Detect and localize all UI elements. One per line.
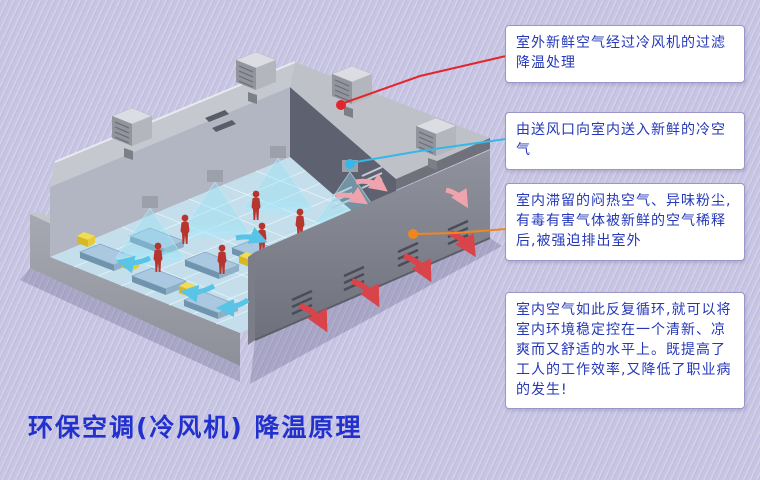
exhaust-arrow <box>299 303 328 333</box>
callout-text: 室内空气如此反复循环,就可以将室内环境稳定控在一个清新、凉爽而又舒适的水平上。既… <box>516 302 732 398</box>
connector-dot-red <box>336 100 346 110</box>
ground-shadow <box>20 238 502 384</box>
connector-line-cyan <box>349 138 507 164</box>
connector-line-orange <box>412 228 507 235</box>
supply-air-arrows <box>116 227 268 317</box>
interior-exhaust-arrows <box>335 173 469 209</box>
exhaust-arrow <box>351 278 380 308</box>
exhaust-arrow-pink <box>335 186 368 205</box>
exhaust-arrow-pink <box>445 187 469 209</box>
exhaust-arrow <box>403 253 432 283</box>
connector-dot-orange <box>408 229 418 239</box>
callout-connectors <box>336 55 507 239</box>
interior-back-wall <box>50 87 290 257</box>
exhaust-arrow-pink <box>355 173 388 192</box>
callout-outdoor-air: 室外新鲜空气经过冷风机的过滤降温处理 <box>505 25 745 83</box>
front-corner-post <box>248 252 255 345</box>
callout-supply-air: 由送风口向室内送入新鲜的冷空气 <box>505 112 745 170</box>
callout-text: 室外新鲜空气经过冷风机的过滤降温处理 <box>516 35 726 71</box>
supply-arrow <box>216 297 250 317</box>
connector-dot-cyan <box>345 159 355 169</box>
callout-text: 室内滞留的闷热空气、异味粉尘,有毒有害气体被新鲜的空气稀释后,被强迫排出室外 <box>516 193 732 249</box>
supply-arrow <box>235 227 268 244</box>
roof-slab-edge <box>396 138 490 190</box>
callout-exhaust-air: 室内滞留的闷热空气、异味粉尘,有毒有害气体被新鲜的空气稀释后,被强迫排出室外 <box>505 183 745 261</box>
roof-back-band <box>50 62 295 187</box>
supply-arrow <box>180 283 216 303</box>
callout-circulation: 室内空气如此反复循环,就可以将室内环境稳定控在一个清新、凉爽而又舒适的水平上。既… <box>505 292 745 410</box>
connector-line-red <box>340 55 507 105</box>
roof-vent-marks <box>205 110 236 132</box>
page-title: 环保空调(冷风机) 降温原理 <box>28 413 363 442</box>
supply-arrow <box>116 255 152 274</box>
callout-text: 由送风口向室内送入新鲜的冷空气 <box>516 122 726 158</box>
